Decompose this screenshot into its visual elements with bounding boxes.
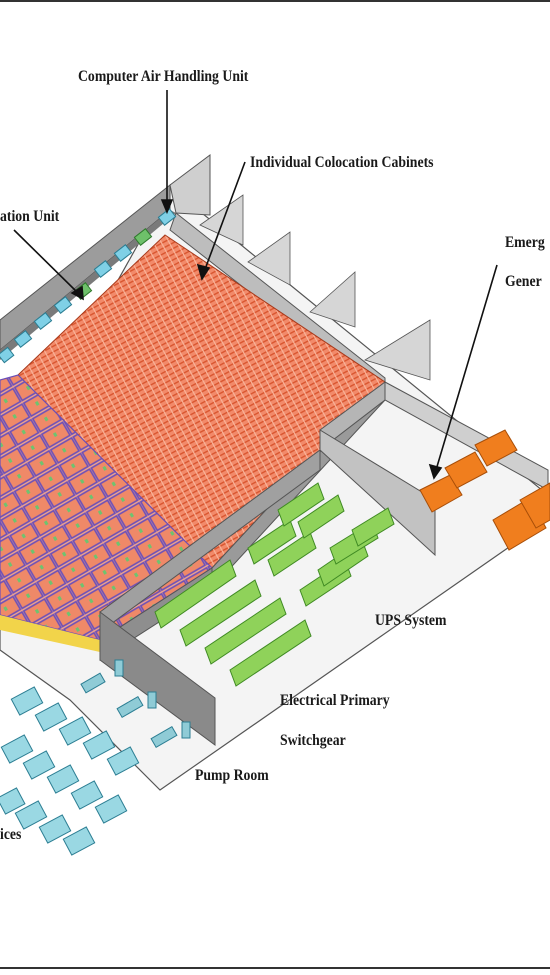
label-air-distribution-unit: ation Unit [0,208,60,225]
rack-base-strip [0,615,100,652]
label-electrical-primary-line2: Switchgear [280,732,346,749]
label-emergency-generator-line1: Emerg [505,234,545,251]
leader-lines [13,90,498,480]
air-handling-units [0,208,177,364]
emergency-generators [419,429,550,551]
label-pump-room: Pump Room [195,767,269,784]
wall-fin [364,319,431,381]
label-cooling-devices: ices [0,826,22,843]
ups-units [154,482,395,687]
corner-wall [169,154,211,216]
wall-fin [247,231,291,286]
cooling-devices [0,686,140,856]
pump-equipment [80,659,191,749]
label-individual-colocation-cabinets: Individual Colocation Cabinets [250,154,434,171]
label-computer-air-handling-unit: Computer Air Handling Unit [78,68,249,85]
pump-room-wall [99,611,216,746]
label-ups-system: UPS System [375,612,447,629]
wall-fin [309,271,356,328]
wall-fin [199,194,244,246]
label-electrical-primary-line1: Electrical Primary [280,692,390,709]
label-emergency-generator-line2: Gener [505,273,542,290]
